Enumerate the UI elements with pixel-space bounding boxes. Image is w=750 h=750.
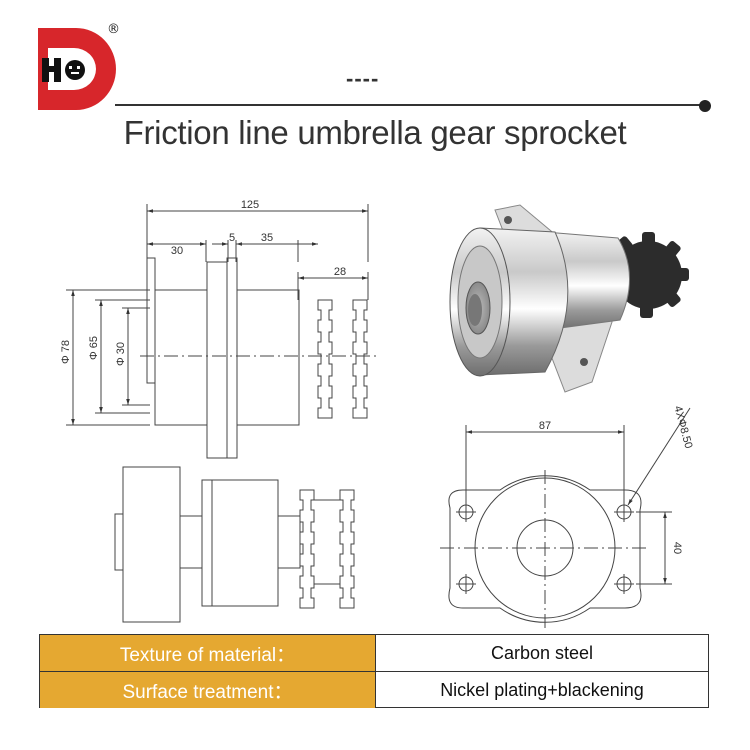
technical-drawing: 125 30 5 35 28 Φ 78 Φ 65 Φ 30: [60, 199, 694, 628]
spec-label: Texture of material：: [40, 635, 376, 671]
spec-label: Surface treatment：: [40, 672, 376, 708]
end-view-drawing: [440, 407, 691, 628]
header-dashes: ----: [346, 66, 380, 91]
spec-value: Nickel plating+blackening: [440, 679, 644, 700]
spec-row: Texture of material： Carbon steel: [40, 635, 708, 672]
dim-holes: 4XΦ8.50: [671, 405, 694, 450]
header-rule: [115, 104, 705, 106]
page-title: Friction line umbrella gear sprocket: [123, 114, 627, 151]
dim-end-width: 87: [539, 420, 551, 432]
registered-mark: ®: [107, 22, 120, 37]
spec-table: Texture of material： Carbon steel Surfac…: [39, 634, 709, 708]
dia-outer: Φ 78: [60, 340, 72, 364]
spec-row: Surface treatment： Nickel plating+blacke…: [40, 672, 708, 708]
front-view-drawing: [114, 466, 355, 623]
brand-logo: [38, 28, 116, 110]
header-rule-dot: [699, 100, 711, 112]
product-photo: [449, 204, 689, 393]
spec-value: Carbon steel: [490, 642, 594, 663]
dim-overall: 125: [241, 199, 259, 211]
dia-mid: Φ 65: [88, 336, 100, 360]
side-view-drawing: [66, 204, 380, 459]
dim-end-height: 40: [671, 542, 683, 554]
dim-hub: 30: [171, 245, 183, 257]
dia-inner: Φ 30: [115, 342, 127, 366]
dim-sprocket: 28: [334, 266, 346, 278]
dim-body: 35: [261, 232, 273, 244]
dim-flange: 5: [229, 232, 235, 244]
